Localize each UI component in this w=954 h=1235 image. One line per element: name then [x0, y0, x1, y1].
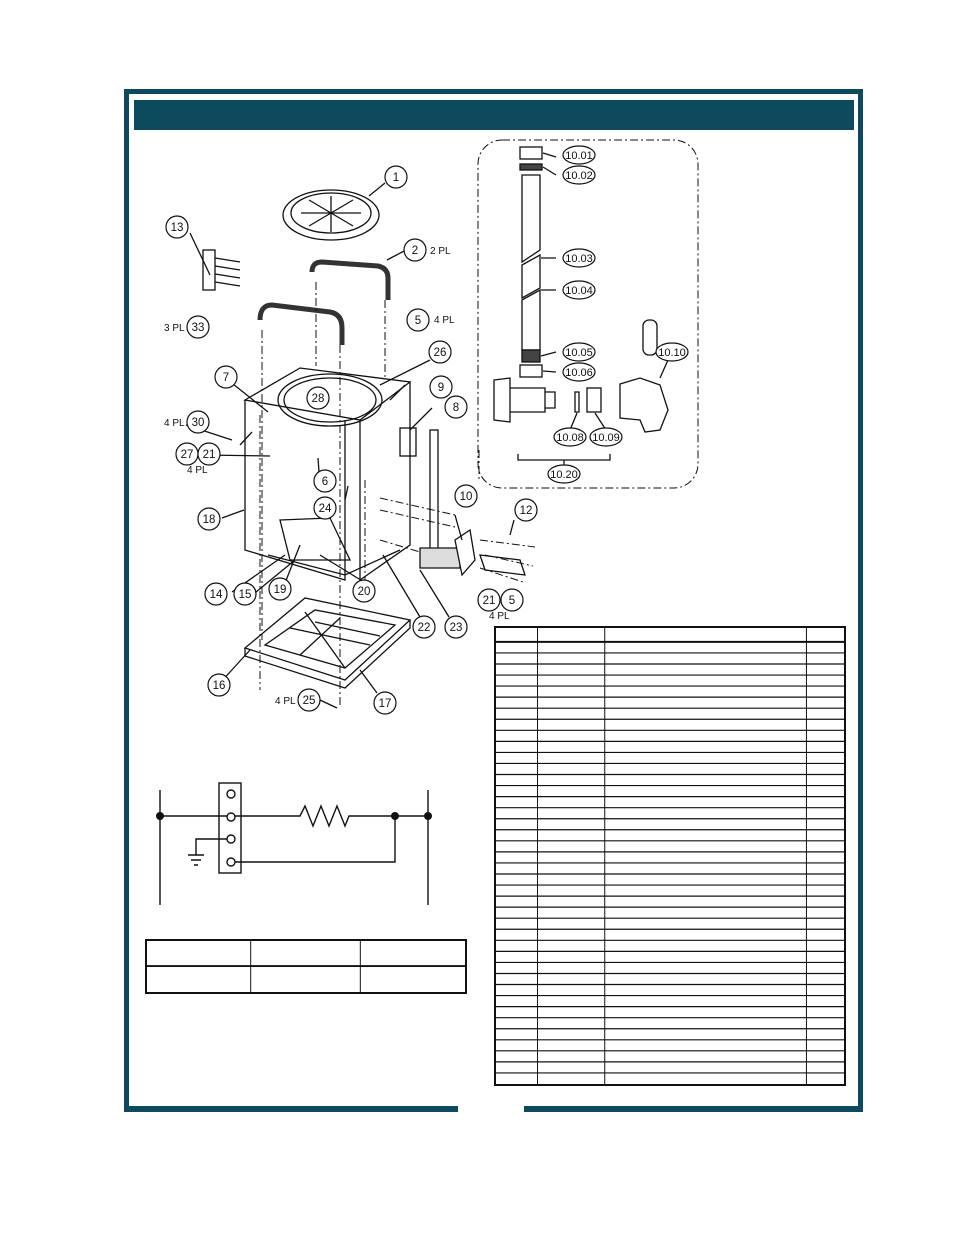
- wiring-schematic: [159, 782, 429, 905]
- page-border: [124, 89, 863, 1109]
- callout-27: 27: [181, 449, 194, 461]
- callout-10-20: 10.20: [550, 469, 578, 481]
- callout-10: 10: [460, 491, 473, 503]
- callout-20: 20: [358, 586, 371, 598]
- callout-28: 28: [312, 393, 325, 405]
- quantity-note-4pl-e: 4 PL: [275, 696, 296, 707]
- callout-7: 7: [223, 372, 229, 384]
- quantity-note-3pl: 3 PL: [164, 323, 185, 334]
- callout-9: 9: [438, 382, 444, 394]
- callout-10-05: 10.05: [565, 347, 593, 359]
- callout-10-06: 10.06: [565, 367, 593, 379]
- callout-1: 1: [393, 172, 399, 184]
- callout-8: 8: [453, 402, 459, 414]
- bottom-rule-left: [124, 1106, 458, 1112]
- callout-10-08: 10.08: [556, 432, 584, 444]
- callout-10-10: 10.10: [658, 347, 686, 359]
- callout-19: 19: [274, 584, 287, 596]
- callout-14: 14: [210, 589, 223, 601]
- callout-21b: 21: [483, 595, 496, 607]
- callout-21: 21: [203, 449, 216, 461]
- faucet-assembly: [419, 528, 526, 577]
- quantity-note-4pl-b: 4 PL: [164, 418, 185, 429]
- callout-22: 22: [418, 622, 431, 634]
- callout-30: 30: [192, 417, 205, 429]
- callout-10-03: 10.03: [565, 253, 593, 265]
- callout-10-04: 10.04: [565, 285, 593, 297]
- base-tray: [243, 597, 412, 689]
- terminal-block-part: [202, 249, 241, 291]
- quantity-note-4pl-a: 4 PL: [434, 315, 455, 326]
- callout-5: 5: [415, 315, 421, 327]
- callout-16: 16: [213, 680, 226, 692]
- quantity-note-4pl-c: 4 PL: [187, 465, 208, 476]
- callout-17: 17: [379, 698, 392, 710]
- callout-12: 12: [520, 505, 533, 517]
- callout-15: 15: [239, 589, 252, 601]
- callout-26: 26: [434, 347, 447, 359]
- spec-table: [145, 939, 467, 994]
- bottom-rule-right: [524, 1106, 863, 1112]
- callout-33: 33: [192, 322, 205, 334]
- callout-10-09: 10.09: [592, 432, 620, 444]
- callout-5b: 5: [509, 595, 515, 607]
- quantity-note-4pl-d: 4 PL: [489, 611, 510, 622]
- callout-18: 18: [203, 514, 216, 526]
- quantity-note-2pl: 2 PL: [430, 246, 451, 257]
- lid-part: [282, 189, 380, 241]
- callout-25: 25: [303, 695, 316, 707]
- callout-6: 6: [322, 476, 328, 488]
- callout-2: 2: [412, 245, 418, 257]
- handle-part: [257, 259, 391, 345]
- parts-list-table: [494, 626, 846, 1086]
- callout-13: 13: [171, 222, 184, 234]
- callout-10-01: 10.01: [565, 150, 593, 162]
- title-bar: [134, 100, 854, 130]
- callout-10-02: 10.02: [565, 170, 593, 182]
- callout-24: 24: [319, 503, 332, 515]
- callout-23: 23: [450, 622, 463, 634]
